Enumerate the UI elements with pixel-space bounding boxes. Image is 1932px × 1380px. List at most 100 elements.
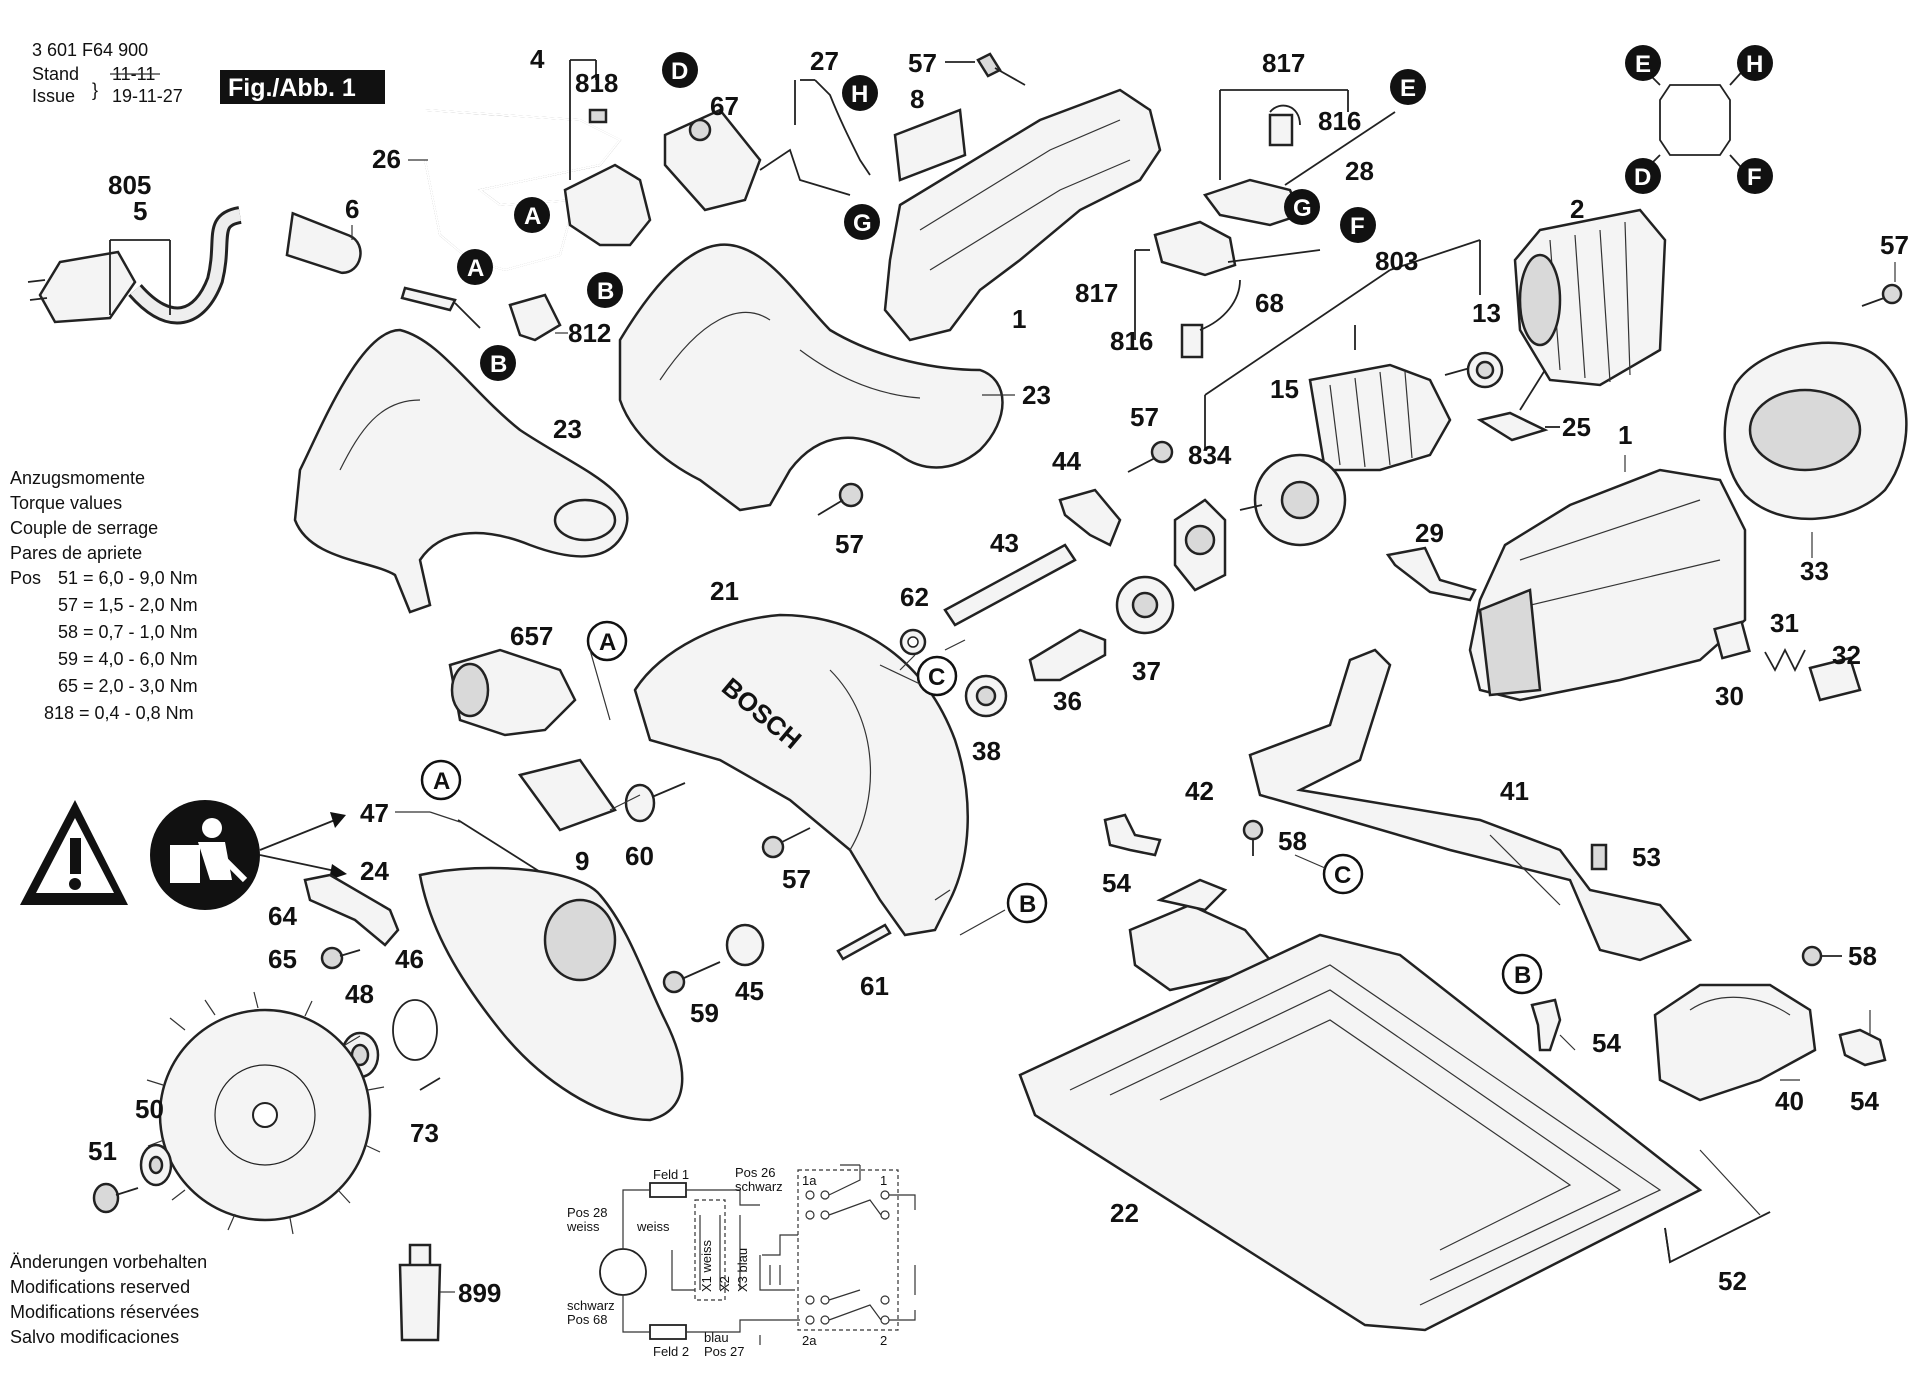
part-label-9: 9 [575,846,589,876]
bearing-13 [1466,351,1504,389]
issue-date: 19-11-27 [112,86,183,106]
read-manual-icon [150,800,260,910]
torque-table: Anzugsmomente Torque values Couple de se… [10,468,198,723]
washer-62 [899,628,927,656]
connector-label: A [524,203,541,230]
part-label-816-bottom: 816 [1110,326,1153,356]
part-label-26: 26 [372,144,401,174]
part-label-47: 47 [360,798,389,828]
part-label-657: 657 [510,621,553,651]
switch-assembly [563,59,652,247]
wiring-terminal-1a: 1a [802,1173,817,1188]
connector-label: B [490,351,507,378]
connector-label: H [1746,51,1763,78]
connector-diagram [1639,64,1749,176]
part-label-67: 67 [710,91,739,121]
shaft-43 [943,543,1077,627]
torque-pos-label: Pos [10,568,41,588]
armature [1239,363,1471,547]
part-label-60: 60 [625,841,654,871]
connector-B-3: B [1006,882,1048,924]
connector-label: A [467,255,484,282]
pin-61 [836,923,892,961]
part-label-22: 22 [1110,1198,1139,1228]
part-label-25: 25 [1562,412,1591,442]
screw-53 [1590,843,1608,871]
part-label-58-right: 58 [1848,941,1877,971]
field-coil-2 [1513,208,1667,387]
part-label-58-left: 58 [1278,826,1307,856]
part-label-803: 803 [1375,246,1418,276]
part-label-13: 13 [1472,298,1501,328]
part-label-24: 24 [360,856,389,886]
part-label-899: 899 [458,1278,501,1308]
wiring-x1: X1 weiss [699,1239,714,1292]
wiring-feld2: Feld 2 [653,1344,689,1359]
torque-value: 818 = 0,4 - 0,8 Nm [44,703,194,723]
part-label-817-bottom: 817 [1075,278,1118,308]
torque-line: Couple de serrage [10,518,158,538]
part-label-1-top: 1 [1012,304,1026,334]
lower-guard-24 [418,866,684,1122]
screw-58-left [1242,819,1264,856]
part-label-62: 62 [900,582,929,612]
spring-47 [457,819,546,876]
screw-57-center [817,482,864,516]
bracket-803 [1204,239,1481,450]
connector-B-4: B [1501,953,1543,995]
wiring-pos28: Pos 28 [567,1205,607,1220]
knob-60 [624,782,686,823]
wiring-x2: X2 [717,1276,732,1292]
bushing-45 [725,923,765,967]
spindle-36 [1028,628,1107,682]
part-label-57-right: 57 [1880,230,1909,260]
arrows-to-parts [259,812,347,880]
wiring-weiss-left: weiss [566,1219,600,1234]
screw-57-top [945,52,1026,86]
wiring-schwarz-top: schwarz [735,1179,783,1194]
torque-line: Anzugsmomente [10,468,145,488]
connector-F-2: F [1737,158,1773,194]
connector-label: F [1747,164,1762,191]
part-label-805: 805 [108,170,151,200]
torque-line: Pares de apriete [10,543,142,563]
modification-line: Änderungen vorbehalten [10,1252,207,1272]
connector-label: B [1514,962,1531,989]
part-label-43: 43 [990,528,1019,558]
bolt-51 [92,1182,139,1214]
sheet-9 [517,758,617,832]
motor-housing-top [883,88,1162,342]
part-label-817-top: 817 [1262,48,1305,78]
part-label-6: 6 [345,194,359,224]
screw-57-mid [1127,440,1174,473]
lever-64 [303,873,400,947]
connector-H-2: H [1737,45,1773,81]
connector-A-1: A [514,197,550,233]
part-label-53: 53 [1632,842,1661,872]
connector-label: D [1634,164,1651,191]
wiring-terminal-2a: 2a [802,1333,817,1348]
part-label-816-top: 816 [1318,106,1361,136]
wiring-diagram [599,1164,916,1345]
lock-parts [1713,620,1862,702]
base-plate-22 [1018,933,1703,1332]
connector-label: H [851,81,868,108]
connector-label: B [597,278,614,305]
handle-right [618,243,1004,512]
bearing-38 [964,674,1008,718]
part-label-51: 51 [88,1136,117,1166]
part-label-37: 37 [1132,656,1161,686]
connector-E-1: E [1390,69,1426,105]
part-label-61: 61 [860,971,889,1001]
part-label-64: 64 [268,901,297,931]
part-label-57-mid: 57 [1130,402,1159,432]
connector-G-2: G [1284,189,1320,225]
wing-screw-54-right [1838,1028,1887,1067]
connector-B-1: B [587,272,623,308]
connector-F-1: F [1340,207,1376,243]
connector-D-2: D [1625,158,1661,194]
cable-27 [794,79,871,176]
clip-25 [1476,369,1560,442]
part-label-38: 38 [972,736,1001,766]
part-label-4: 4 [530,44,545,74]
